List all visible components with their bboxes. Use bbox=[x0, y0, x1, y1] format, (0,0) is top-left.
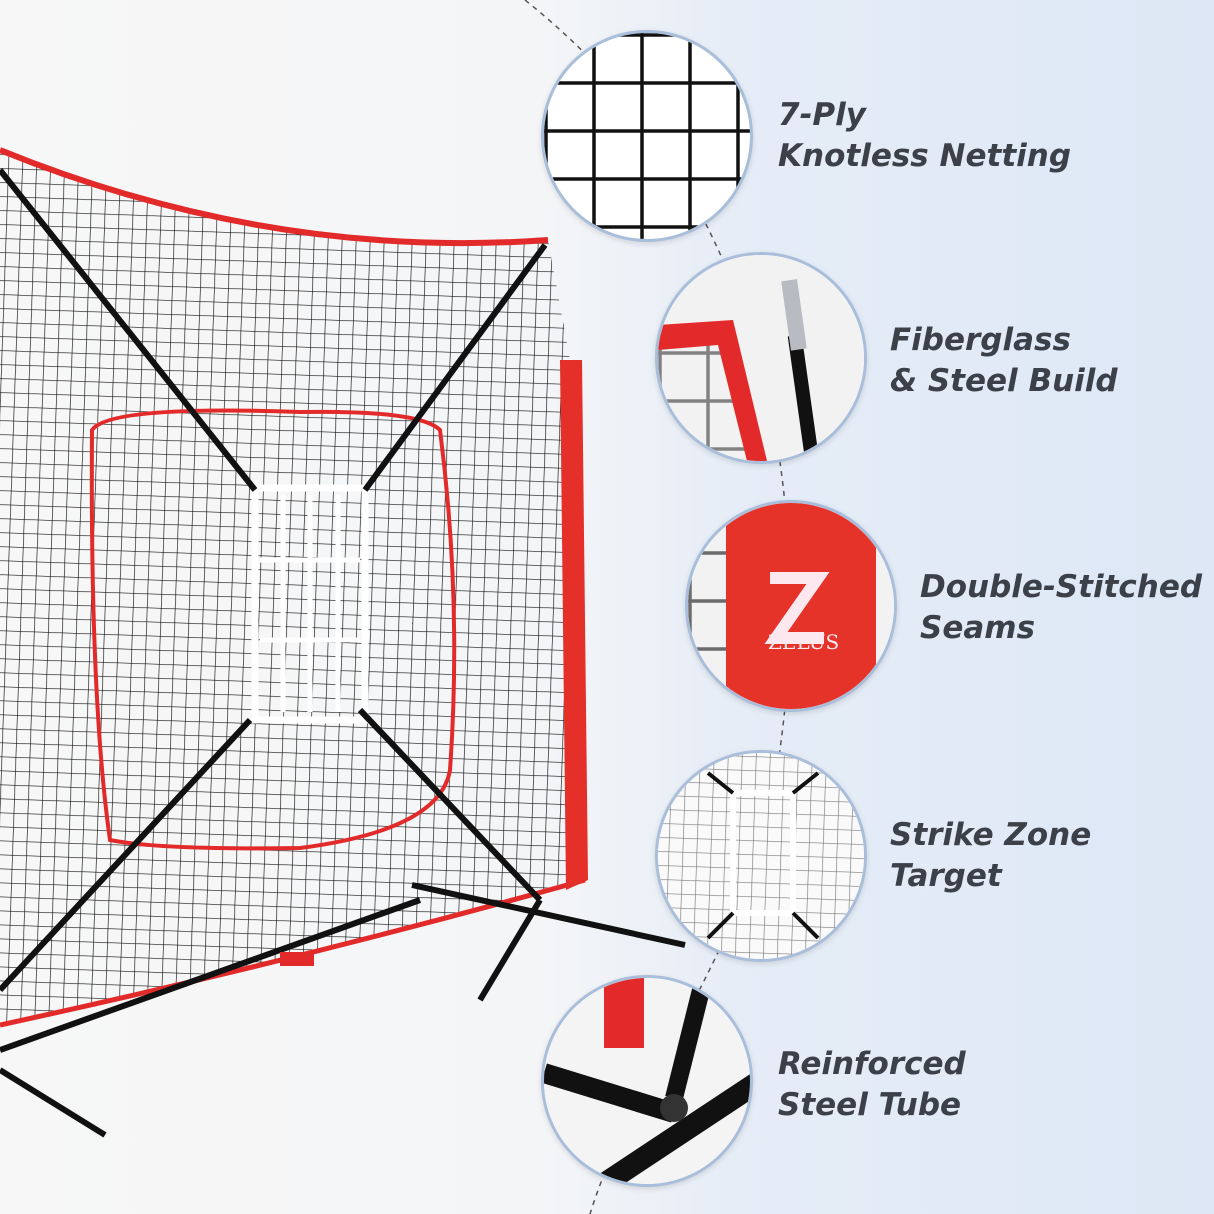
batting-net bbox=[0, 147, 686, 1138]
feature-title: Double-Stitched bbox=[920, 569, 1203, 605]
zelus-logo-text: ZELUS bbox=[768, 630, 840, 654]
strike-zone-closeup-icon bbox=[655, 750, 867, 962]
feature-subtitle: Knotless Netting bbox=[778, 138, 1072, 174]
steel-tube-closeup-icon bbox=[541, 975, 753, 1187]
feature-title: Strike Zone bbox=[890, 817, 1092, 853]
feature-title: 7-Ply bbox=[778, 97, 866, 133]
feature-subtitle: Seams bbox=[920, 610, 1036, 646]
feature-title: Reinforced bbox=[778, 1046, 966, 1082]
pole-closeup-icon bbox=[655, 252, 867, 464]
netting-closeup-icon bbox=[541, 30, 753, 242]
feature-title: Fiberglass bbox=[890, 322, 1071, 358]
feature-subtitle: Target bbox=[890, 858, 1002, 894]
feature-subtitle: Steel Tube bbox=[778, 1087, 962, 1123]
feature-subtitle: & Steel Build bbox=[890, 363, 1118, 399]
seam-logo-closeup-icon bbox=[685, 500, 897, 712]
